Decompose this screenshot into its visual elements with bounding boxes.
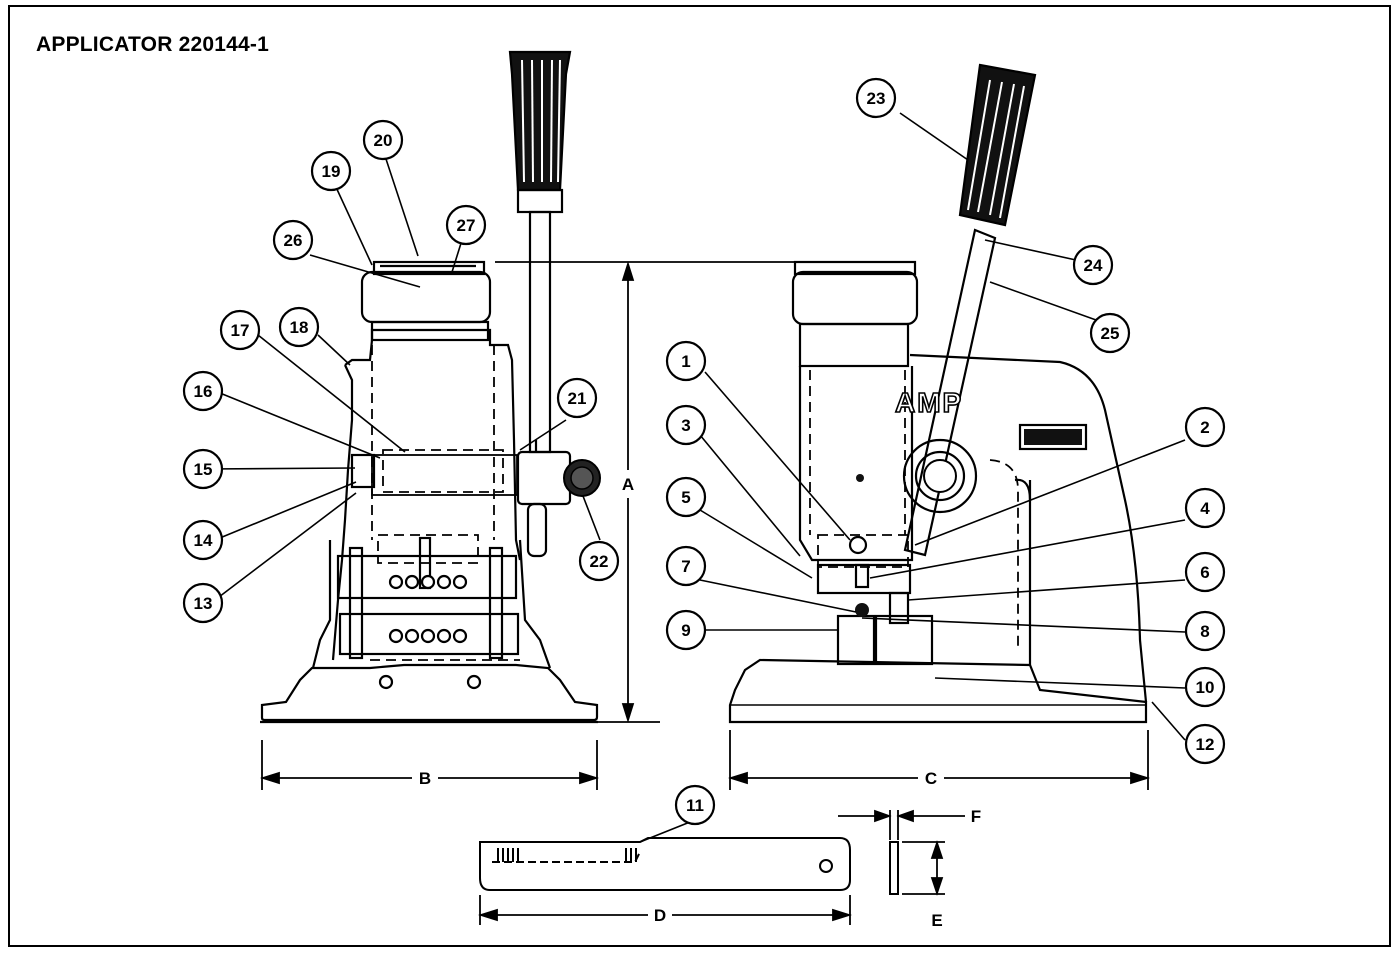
callout-3: 3 bbox=[665, 404, 707, 446]
svg-text:13: 13 bbox=[194, 594, 213, 613]
svg-text:20: 20 bbox=[374, 131, 393, 150]
gauge-part bbox=[479, 837, 899, 895]
svg-text:7: 7 bbox=[681, 557, 690, 576]
callouts: 1 2 3 4 5 6 7 8 9 10 10 11 12 13 14 15 1… bbox=[182, 77, 1226, 826]
side-view bbox=[728, 63, 1148, 724]
callout-22: 22 bbox=[578, 540, 620, 582]
side-frame bbox=[909, 353, 1148, 703]
svg-text:12: 12 bbox=[1196, 735, 1215, 754]
callout-5: 5 bbox=[665, 476, 707, 518]
callout-13: 13 bbox=[182, 582, 224, 624]
callout-26: 26 bbox=[272, 219, 314, 261]
dimension-lines bbox=[259, 260, 1151, 925]
callout-8: 8 bbox=[1184, 610, 1226, 652]
amp-logo: AMP bbox=[895, 387, 963, 418]
dim-c: C bbox=[925, 769, 937, 788]
callout-11: 11 bbox=[674, 784, 716, 826]
svg-text:24: 24 bbox=[1084, 256, 1103, 275]
svg-text:27: 27 bbox=[457, 216, 476, 235]
callout-16: 16 bbox=[182, 370, 224, 412]
outer-border bbox=[8, 5, 1391, 947]
svg-text:15: 15 bbox=[194, 460, 213, 479]
svg-text:11: 11 bbox=[686, 796, 704, 815]
front-base bbox=[260, 663, 599, 722]
callout-25: 25 bbox=[1089, 312, 1131, 354]
svg-text:19: 19 bbox=[322, 162, 341, 181]
svg-text:3: 3 bbox=[681, 416, 690, 435]
callout-21: 21 bbox=[556, 377, 598, 419]
svg-text:8: 8 bbox=[1200, 622, 1209, 641]
svg-text:25: 25 bbox=[1101, 324, 1120, 343]
callout-17: 17 bbox=[219, 309, 261, 351]
front-head-cap bbox=[360, 270, 492, 324]
side-details: AMP bbox=[855, 386, 1082, 617]
callout-18-label: 18 bbox=[290, 318, 309, 337]
callout-14: 14 bbox=[182, 519, 224, 561]
front-grip bbox=[508, 50, 572, 192]
svg-text:2: 2 bbox=[1200, 418, 1209, 437]
page-title: APPLICATOR 220144-1 bbox=[36, 33, 269, 56]
svg-text:22: 22 bbox=[590, 552, 609, 571]
callout-4: 4 bbox=[1184, 487, 1226, 529]
svg-text:4: 4 bbox=[1200, 499, 1210, 518]
side-base bbox=[728, 658, 1148, 724]
callout-9: 9 bbox=[665, 609, 707, 651]
front-plate-lower bbox=[338, 612, 520, 656]
gauge-teeth bbox=[497, 848, 637, 862]
leader-lines bbox=[202, 112, 1186, 843]
svg-text:5: 5 bbox=[681, 488, 690, 507]
dim-f: F bbox=[971, 807, 981, 826]
front-screws bbox=[378, 574, 482, 690]
callout-19: 19 bbox=[310, 150, 352, 192]
svg-text:1: 1 bbox=[681, 352, 690, 371]
callout-24: 24 bbox=[1072, 244, 1114, 286]
dim-e: E bbox=[931, 911, 942, 930]
callout-27: 27 bbox=[445, 204, 487, 246]
side-head-cap bbox=[791, 270, 919, 326]
callout-18-bubble: 18 bbox=[278, 306, 320, 348]
callout-23: 23 bbox=[855, 77, 897, 119]
callout-20: 20 bbox=[362, 119, 404, 161]
front-body bbox=[344, 328, 522, 561]
svg-text:23: 23 bbox=[867, 89, 886, 108]
svg-text:17: 17 bbox=[231, 321, 250, 340]
front-plate-upper bbox=[336, 554, 518, 600]
knob-icon bbox=[563, 459, 601, 497]
dim-b: B bbox=[419, 769, 431, 788]
callout-10-side: 10 bbox=[1184, 666, 1226, 708]
front-view bbox=[260, 50, 599, 724]
dim-a: A bbox=[622, 475, 634, 494]
callout-7: 7 bbox=[665, 545, 707, 587]
callout-1: 1 bbox=[665, 340, 707, 382]
svg-text:21: 21 bbox=[568, 389, 587, 408]
dimension-labels: A B C D E F bbox=[419, 475, 981, 930]
svg-text:6: 6 bbox=[1200, 563, 1209, 582]
callout-12: 12 bbox=[1184, 723, 1226, 765]
svg-text:9: 9 bbox=[681, 621, 690, 640]
callout-15: 15 bbox=[182, 448, 224, 490]
callout-2: 2 bbox=[1184, 406, 1226, 448]
svg-text:16: 16 bbox=[194, 382, 213, 401]
grip-handle-icon bbox=[521, 59, 561, 183]
svg-text:10: 10 bbox=[1196, 678, 1215, 697]
dim-d: D bbox=[654, 906, 666, 925]
svg-text:26: 26 bbox=[284, 231, 303, 250]
front-knob-housing bbox=[516, 450, 572, 506]
callout-6: 6 bbox=[1184, 551, 1226, 593]
side-grip-ribs bbox=[967, 79, 1025, 219]
svg-text:14: 14 bbox=[194, 531, 213, 550]
